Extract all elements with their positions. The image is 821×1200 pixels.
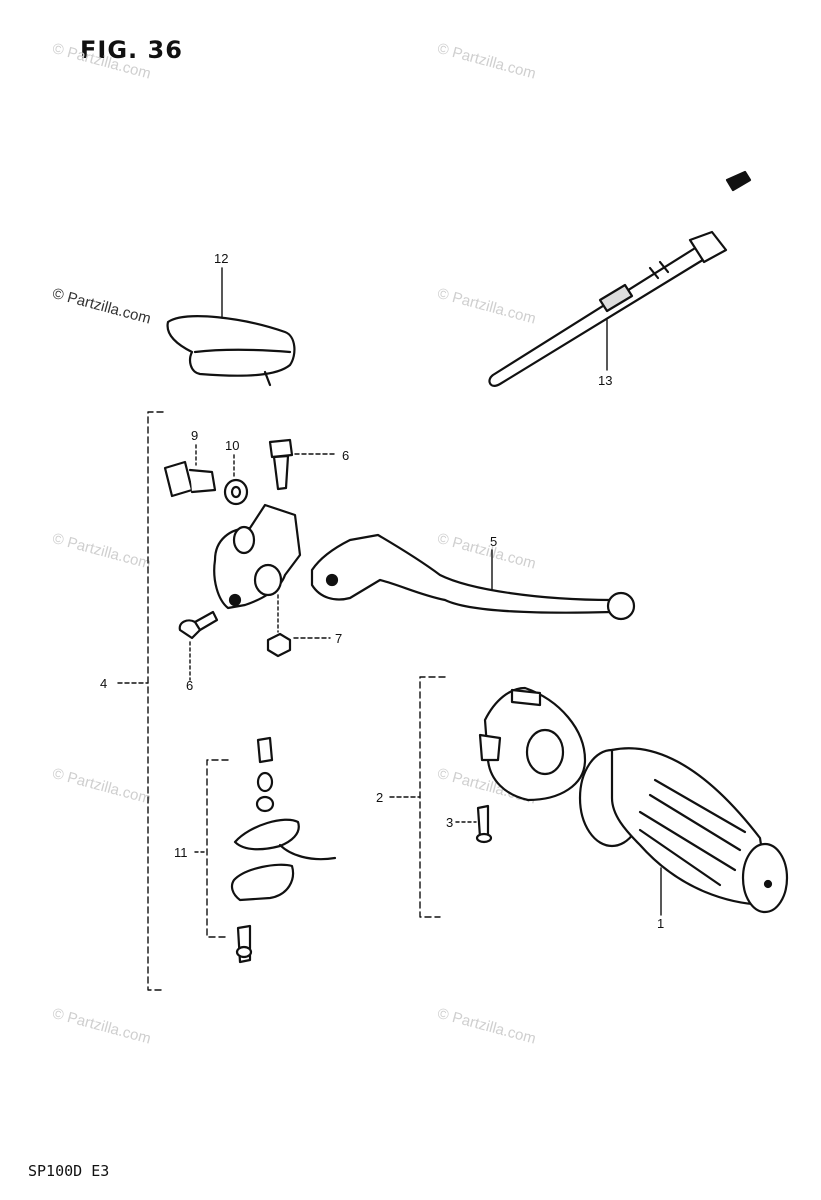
part-8-holder-screw [178, 610, 219, 640]
callout-6-top: 6 [342, 448, 349, 463]
callout-3: 3 [446, 815, 453, 830]
part-7-nut [266, 632, 292, 658]
strap-end-fragment [725, 170, 752, 192]
part-3-screw [475, 804, 493, 844]
callout-11: 11 [174, 845, 188, 860]
part-6-pivot-bolt [268, 438, 294, 491]
clutch-lever-holder [213, 503, 302, 610]
part-13-cable-strap [488, 230, 728, 387]
part-1-handle-grip [578, 747, 789, 914]
callout-9: 9 [191, 428, 198, 443]
callout-4: 4 [100, 676, 107, 691]
callout-5: 5 [490, 534, 497, 549]
part-11-switch-assembly [230, 736, 337, 964]
callout-6-bottom: 6 [186, 678, 193, 693]
part-9-adjuster-screw [163, 460, 217, 498]
figure-title: FIG. 36 [80, 36, 183, 64]
part-2-throttle-housing [478, 686, 587, 802]
footer-code: SP100D E3 [28, 1162, 110, 1180]
bracket-assembly-2 [419, 676, 446, 918]
part-10-lock-nut [223, 478, 249, 506]
callout-13: 13 [598, 373, 612, 388]
callout-7: 7 [335, 631, 342, 646]
callout-12: 12 [214, 251, 228, 266]
bracket-assembly-4 [147, 411, 166, 991]
part-12-switch-cover [166, 315, 296, 387]
part-5-clutch-lever [310, 533, 636, 621]
bracket-assembly-11 [206, 759, 229, 938]
callout-1: 1 [657, 916, 664, 931]
callout-10: 10 [225, 438, 239, 453]
callout-2: 2 [376, 790, 383, 805]
